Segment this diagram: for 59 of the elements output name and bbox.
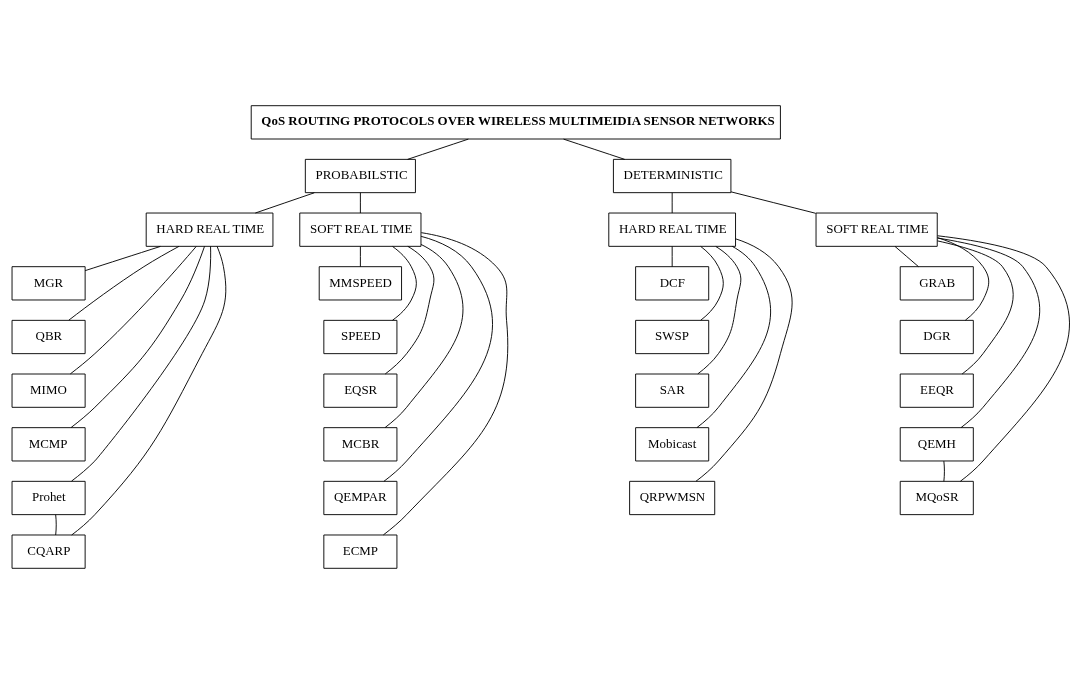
connector [943,460,945,482]
node-box: MCBR [323,426,398,461]
connector [697,245,742,374]
node-box: MGR [11,265,86,300]
node-box: EQSR [323,373,398,408]
node-box: HARD REAL TIME [145,212,274,247]
connector [71,245,212,482]
node-box: QRPWMSN [629,480,716,515]
node-box: QBR [11,319,86,354]
connector [359,245,361,267]
node-box: CQARP [11,534,86,569]
node-box: SPEED [323,319,398,354]
node-box: Prohet [11,480,86,515]
connector [383,235,493,482]
node-box: QEMPAR [323,480,398,515]
node-box: MIMO [11,373,86,408]
connector [894,245,919,267]
connector [937,237,1040,428]
connector [392,245,417,321]
connector [671,191,673,213]
node-box: HARD REAL TIME [608,212,736,247]
node-box: DETERMINISTIC [612,158,732,193]
connector [563,138,626,160]
node-box: PROBABILSTIC [304,158,416,193]
node-box: SAR [635,373,710,408]
connector [254,191,315,213]
connector [730,190,817,214]
connector [359,191,361,213]
node-box: DGR [899,319,974,354]
connector [55,513,57,535]
node-box: MMSPEED [318,265,402,300]
node-box: EEQR [899,373,974,408]
node-box: QoS ROUTING PROTOCOLS OVER WIRELESS MULTIMEIDIA SENSOR NETWORKS [250,104,781,139]
node-box: SOFT REAL TIME [299,212,422,247]
node-box: SWSP [635,319,710,354]
connector [384,243,464,428]
node-box: GRAB [899,265,974,300]
connector [68,245,180,321]
connector [936,236,990,321]
connector [700,245,724,321]
node-box: ECMP [323,534,398,569]
node-box: SOFT REAL TIME [815,212,938,247]
connector [69,245,197,374]
connector [671,245,673,267]
node-box: QEMH [899,426,974,461]
connector [696,245,771,428]
connector [384,245,435,374]
connector [71,245,227,535]
connector [695,237,793,482]
connector [382,231,509,535]
node-box: MQoSR [899,480,974,515]
node-box: MCMP [11,426,86,461]
connector [407,138,469,160]
node-box: Mobicast [635,426,710,461]
node-box: DCF [635,265,710,300]
connector [70,245,205,428]
connector [937,239,1014,374]
connector [937,234,1070,482]
connector [84,245,161,271]
